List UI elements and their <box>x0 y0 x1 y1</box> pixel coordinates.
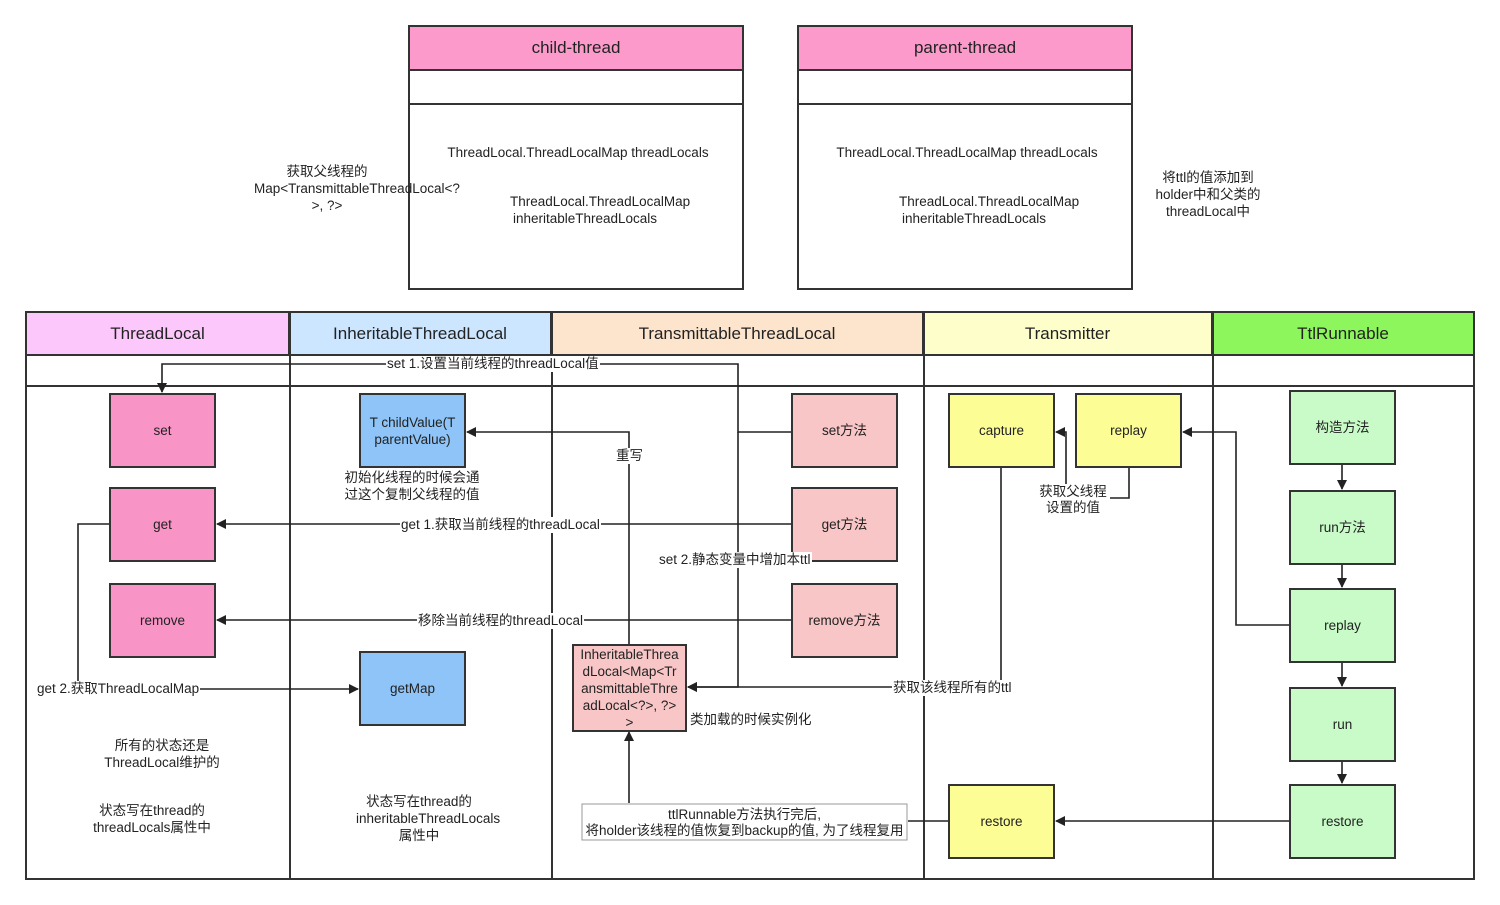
edge-label-replay-parent: 获取父线程设置的值 <box>1036 484 1110 516</box>
edge-label-remove: 移除当前线程的threadLocal <box>417 613 585 629</box>
edge-label-restore-line2: 将holder该线程的值恢复到backup的值, 为了线程复用 <box>585 823 904 838</box>
parent-thread-field-inheritable: ThreadLocal.ThreadLocalMap inheritableTh… <box>899 194 1080 226</box>
parent-thread-field-threadlocals: ThreadLocal.ThreadLocalMap threadLocals <box>836 145 1098 160</box>
threadlocal-set-node[interactable]: set <box>109 393 216 468</box>
lane-header-transmittable: TransmittableThreadLocal <box>552 313 924 355</box>
ttlrunnable-replay-node[interactable]: replay <box>1289 588 1396 663</box>
ttlrunnable-run-method-node[interactable]: run方法 <box>1289 490 1396 565</box>
threadlocal-state-note-1: 所有的状态还是ThreadLocal维护的 <box>104 738 220 770</box>
child-thread-field-threadlocals: ThreadLocal.ThreadLocalMap threadLocals <box>447 145 709 160</box>
ttl-remove-node[interactable]: remove方法 <box>791 583 898 658</box>
child-thread-title: child-thread <box>410 27 742 71</box>
edge-label-restore-line1: ttlRunnable方法执行完后, <box>667 807 822 822</box>
right-note: 将ttl的值添加到 holder中和父类的 threadLocal中 <box>1155 170 1261 219</box>
ttl-holder-node[interactable]: InheritableThreadLocal<Map<Transmittable… <box>572 644 687 732</box>
ttl-set-node[interactable]: set方法 <box>791 393 898 468</box>
threadlocal-get-node[interactable]: get <box>109 487 216 562</box>
lane-header-inheritable: InheritableThreadLocal <box>290 313 552 355</box>
swimlane-frame <box>25 311 1475 880</box>
edge-label-capture-all: 获取该线程所有的ttl <box>892 680 1013 696</box>
parent-thread-box: parent-thread ThreadLocal.ThreadLocalMap… <box>797 25 1133 290</box>
inheritable-getmap-node[interactable]: getMap <box>359 651 466 726</box>
parent-thread-title: parent-thread <box>799 27 1131 71</box>
edge-label-get2: get 2.获取ThreadLocalMap <box>36 681 201 697</box>
threadlocal-remove-node[interactable]: remove <box>109 583 216 658</box>
inheritable-init-note: 初始化线程的时候会通过这个复制父线程的值 <box>344 470 480 502</box>
edge-label-set1: set 1.设置当前线程的threadLocal值 <box>386 356 600 372</box>
threadlocal-state-note-2: 状态写在thread的threadLocals属性中 <box>93 803 211 835</box>
ttlrunnable-run-node[interactable]: run <box>1289 687 1396 762</box>
inheritable-state-note: 状态写在thread的inheritableThreadLocals属性中 <box>356 794 501 843</box>
child-thread-field-inheritable: ThreadLocal.ThreadLocalMap inheritableTh… <box>510 194 691 226</box>
parent-thread-separator <box>799 71 1131 105</box>
lane-header-transmitter: Transmitter <box>924 313 1213 355</box>
inheritable-childvalue-node[interactable]: T childValue(T parentValue) <box>359 393 466 468</box>
lane-header-threadlocal: ThreadLocal <box>27 313 290 355</box>
transmitter-capture-node[interactable]: capture <box>948 393 1055 468</box>
transmitter-restore-node[interactable]: restore <box>948 784 1055 859</box>
ttlrunnable-restore-node[interactable]: restore <box>1289 784 1396 859</box>
lane-header-ttlrunnable: TtlRunnable <box>1213 313 1473 355</box>
holder-init-note: 类加载的时候实例化 <box>690 712 812 727</box>
transmitter-replay-node[interactable]: replay <box>1075 393 1182 468</box>
edge-label-set2: set 2.静态变量中增加本ttl <box>658 552 812 568</box>
ttlrunnable-constructor-node[interactable]: 构造方法 <box>1289 390 1396 465</box>
child-thread-box: child-thread ThreadLocal.ThreadLocalMap … <box>408 25 744 290</box>
edge-label-override: 重写 <box>615 448 644 464</box>
edge-label-get1: get 1.获取当前线程的threadLocal <box>400 517 601 533</box>
child-thread-separator <box>410 71 742 105</box>
ttl-get-node[interactable]: get方法 <box>791 487 898 562</box>
